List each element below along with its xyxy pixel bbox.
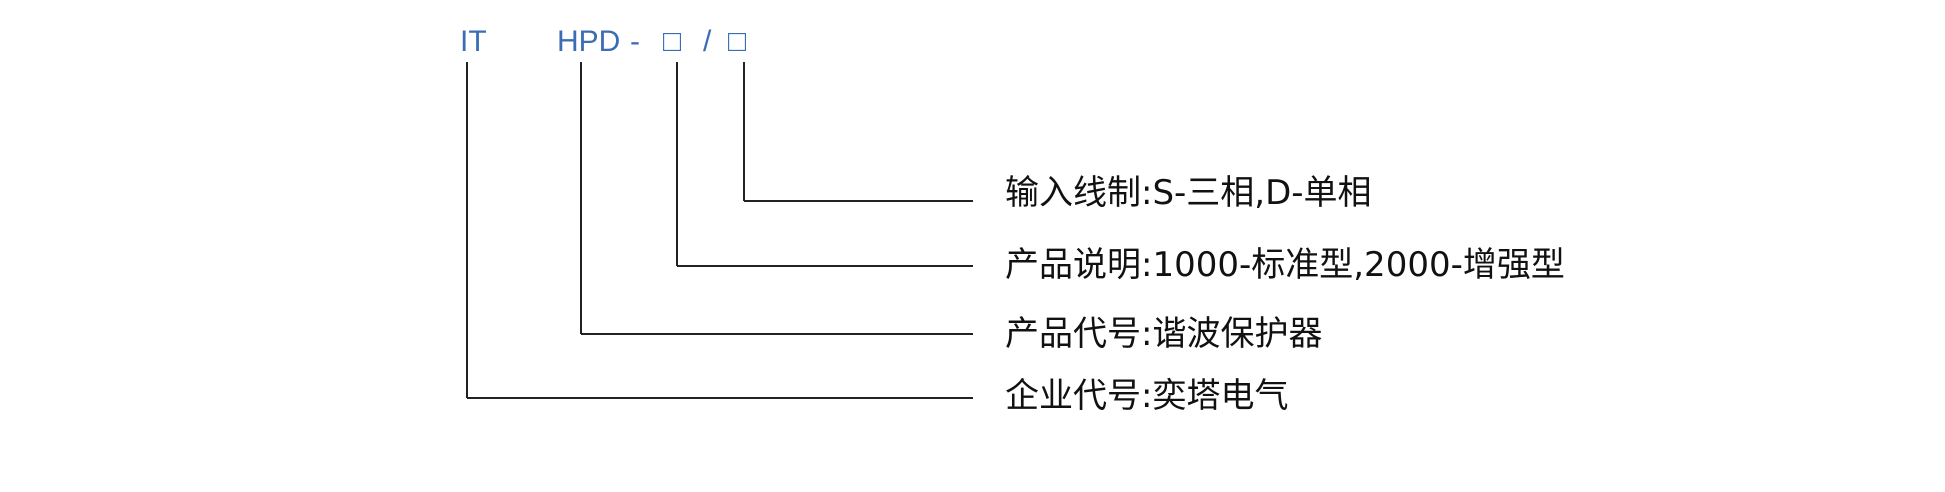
code-slash: / <box>703 25 712 58</box>
product-spec-label: 产品说明:1000-标准型,2000-增强型 <box>1005 245 1565 285</box>
code-dash: - <box>630 25 640 58</box>
input-wiring-label: 输入线制:S-三相,D-单相 <box>1005 173 1372 213</box>
product-spec-box: □ <box>663 25 682 58</box>
company-code-label: 企业代号:奕塔电气 <box>1005 376 1289 416</box>
product-code: HPD <box>557 25 621 58</box>
input-wiring-box: □ <box>728 25 747 58</box>
company-code: IT <box>460 25 487 58</box>
product-code-label: 产品代号:谐波保护器 <box>1005 314 1323 354</box>
